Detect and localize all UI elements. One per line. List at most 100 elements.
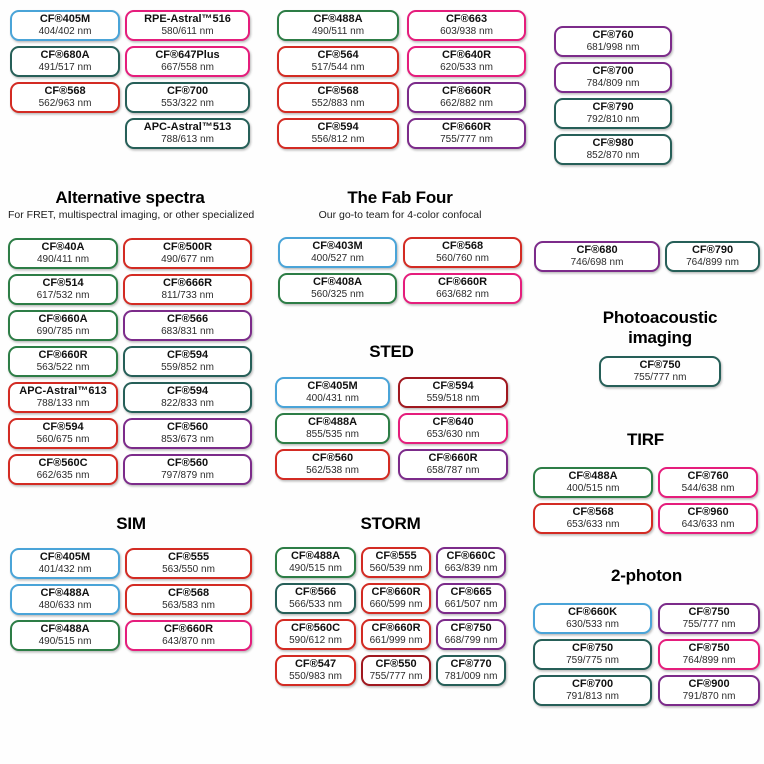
dye-wavelengths: 580/611 nm	[161, 26, 214, 37]
dye-wavelengths: 643/870 nm	[162, 636, 215, 647]
dye-wavelengths: 517/544 nm	[311, 62, 365, 73]
section-title: STED	[369, 342, 414, 361]
dye-name: CF®750	[639, 359, 681, 371]
dye-wavelengths: 563/550 nm	[162, 564, 215, 575]
dye-wavelengths: 566/533 nm	[289, 599, 342, 610]
dye-name: CF®700	[166, 85, 209, 97]
dye-name: CF®760	[592, 29, 634, 41]
dye-wavelengths: 562/963 nm	[38, 98, 92, 109]
dye-name: CF®488A	[40, 623, 90, 635]
dye-wavelengths: 559/518 nm	[426, 393, 480, 404]
dye-wavelengths: 755/777 nm	[633, 372, 687, 383]
dye-name: CF®770	[450, 658, 492, 670]
dye-wavelengths: 663/839 nm	[444, 563, 498, 574]
dye-wavelengths: 690/785 nm	[36, 326, 90, 337]
dye-name: CF®760	[687, 470, 729, 482]
dye-wavelengths: 755/777 nm	[682, 619, 736, 630]
dye-wavelengths: 630/533 nm	[566, 619, 619, 630]
dye-wavelengths: 658/787 nm	[426, 465, 480, 476]
dye-wavelengths: 853/673 nm	[161, 434, 214, 445]
dye-wavelengths: 660/599 nm	[369, 599, 423, 610]
dye-name: CF®550	[375, 658, 417, 670]
dye-wavelengths: 661/507 nm	[444, 599, 498, 610]
dye-name: CF®555	[375, 550, 417, 562]
dye-wavelengths: 667/558 nm	[161, 62, 214, 73]
dye-wavelengths: 560/760 nm	[436, 253, 489, 264]
dye-wavelengths: 491/517 nm	[38, 62, 92, 73]
dye-name: CF®700	[592, 65, 634, 77]
section-subtitle: Our go-to team for 4-color confocal	[318, 209, 482, 221]
dye-wavelengths: 792/810 nm	[586, 114, 640, 125]
dye-wavelengths: 791/813 nm	[566, 691, 619, 702]
section-title: 2-photon	[610, 566, 683, 585]
dye-name: CF®660C	[446, 550, 496, 562]
dye-wavelengths: 617/532 nm	[36, 290, 90, 301]
dye-wavelengths: 788/613 nm	[161, 134, 214, 145]
dye-name: CF®660R	[437, 276, 488, 288]
dye-wavelengths: 590/612 nm	[289, 635, 342, 646]
dye-name: APC-Astral™613	[19, 385, 107, 397]
dye-wavelengths: 784/809 nm	[586, 78, 640, 89]
dye-wavelengths: 764/899 nm	[686, 257, 739, 268]
dye-wavelengths: 562/538 nm	[306, 465, 359, 476]
dye-name: CF®40A	[41, 241, 85, 253]
dye-wavelengths: 490/411 nm	[36, 254, 90, 265]
dye-wavelengths: 662/882 nm	[440, 98, 493, 109]
dye-name: CF®750	[571, 642, 614, 654]
section-title: Alternative spectra	[55, 188, 205, 207]
dye-wavelengths: 822/833 nm	[161, 398, 214, 409]
dye-wavelengths: 490/677 nm	[161, 254, 214, 265]
dye-wavelengths: 755/777 nm	[440, 134, 493, 145]
dye-wavelengths: 663/682 nm	[436, 289, 489, 300]
dye-name: CF®405M	[39, 551, 91, 563]
dye-wavelengths: 400/431 nm	[306, 393, 359, 404]
dye-wavelengths: 643/633 nm	[681, 519, 735, 530]
section-title: STORM	[360, 514, 421, 533]
dye-name: CF®560C	[290, 622, 341, 634]
section-title: Photoacoustic imaging	[602, 308, 718, 347]
dye-wavelengths: 559/852 nm	[161, 362, 214, 373]
dye-wavelengths: 653/633 nm	[566, 519, 620, 530]
dye-name: CF®660R	[441, 85, 492, 97]
dye-name: CF®555	[167, 551, 210, 563]
dye-name: CF®594	[317, 121, 359, 133]
dye-wavelengths: 603/938 nm	[440, 26, 493, 37]
